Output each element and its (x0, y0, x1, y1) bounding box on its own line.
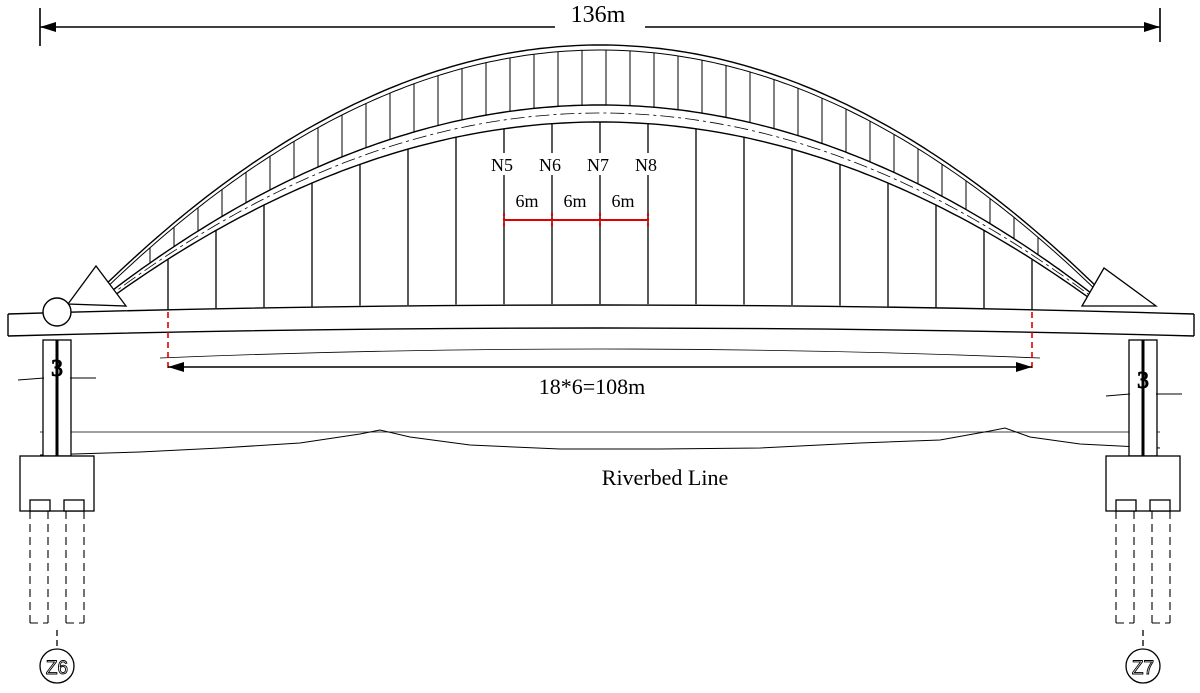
lower-rib-top (99, 104, 1097, 301)
segment-label-3: 6m (611, 191, 634, 211)
pile-cap-slot-right-b (1149, 499, 1171, 512)
seg-bg-2 (557, 190, 593, 212)
bearing-label-left: 3 (51, 356, 63, 382)
segment-label-1: 6m (515, 191, 538, 211)
arrowhead-right (1144, 22, 1160, 32)
pile-cap-slot-left-b (63, 499, 85, 512)
node-bg-n6 (535, 153, 569, 175)
skewback-right (1080, 267, 1158, 307)
lower-rib-centerline (103, 112, 1095, 301)
node-bg-n8 (631, 153, 665, 175)
deck-top-line (7, 304, 1195, 315)
node-label-n5: N5 (491, 155, 513, 175)
node-bg-n5 (487, 153, 521, 175)
upper-rib-inner (93, 49, 1103, 301)
bearing-dim-right-a (1105, 393, 1131, 397)
arrowhead-right-108 (1016, 362, 1032, 372)
arrowhead-left (40, 22, 56, 32)
bearing-dim-left-a (17, 377, 45, 381)
node-bg-n7 (583, 153, 617, 175)
skewback-left (66, 264, 128, 307)
span-label-backdrop (555, 4, 645, 28)
pier-z6 (17, 339, 96, 684)
bearing-circle-left (42, 297, 72, 327)
node-label-n8: N8 (635, 155, 657, 175)
pier-label-z7: Z7 (1132, 658, 1154, 679)
pile-cap-slot-right-a (1115, 499, 1137, 512)
deck-bottom-line (7, 327, 1195, 337)
pile-cap-slot-left-a (29, 499, 51, 512)
total-span-label: 136m (571, 2, 626, 28)
bearing-label-right: 3 (1137, 368, 1149, 394)
deck-soffit-line (159, 348, 1041, 359)
bridge-deck (7, 304, 1195, 359)
seg-bg-3 (605, 190, 641, 212)
riverbed-line (39, 427, 1161, 456)
hanger-span-label: 18*6=108m (539, 374, 646, 399)
piles-left (29, 511, 85, 624)
arrowhead-left-108 (168, 362, 184, 372)
pier-z7 (1105, 339, 1182, 684)
pier-label-z6: Z6 (46, 658, 68, 679)
pier-tag-circle-left (39, 648, 75, 684)
node-label-n7: N7 (587, 155, 609, 175)
riverbed-label: Riverbed Line (602, 465, 728, 490)
upper-rib-outer (89, 44, 1111, 301)
pier-tag-circle-right (1125, 648, 1161, 684)
node-label-n6: N6 (539, 155, 561, 175)
segment-dimension (503, 213, 649, 227)
piles-right (1115, 511, 1171, 624)
segment-label-2: 6m (563, 191, 586, 211)
hanger-span-dimension (168, 362, 1032, 372)
seg-bg-1 (509, 190, 545, 212)
